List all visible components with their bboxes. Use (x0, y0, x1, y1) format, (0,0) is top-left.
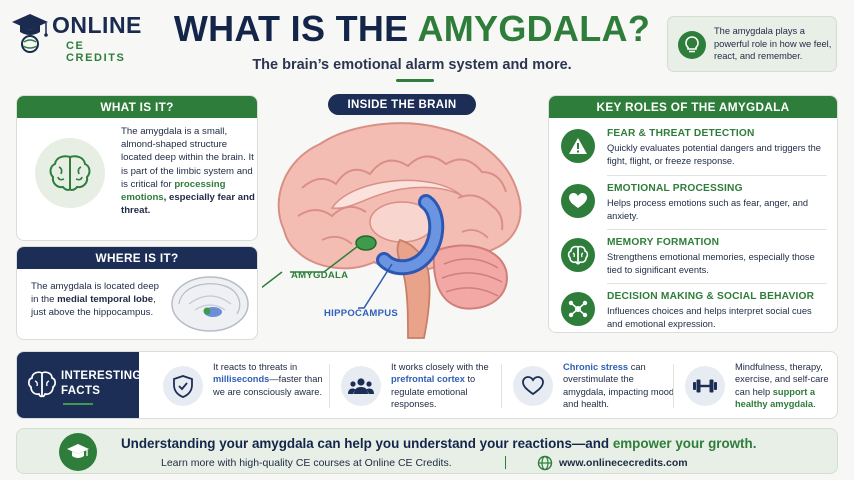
graduation-cap-icon (12, 14, 48, 53)
role-title: MEMORY FORMATION (607, 237, 720, 248)
role-decision-making: DECISION MAKING & SOCIAL BEHAVIOR Influe… (549, 286, 837, 332)
header-callout: The amygdala plays a powerful role in ho… (667, 16, 837, 72)
what-is-it-card: WHAT IS IT? The amygdala is a small, alm… (16, 95, 258, 241)
globe-icon (537, 455, 553, 471)
facts-heading-underline (63, 403, 93, 405)
key-roles-heading: KEY ROLES OF THE AMYGDALA (549, 96, 837, 118)
fact-prefrontal-cortex: It works closely with the prefrontal cor… (329, 352, 505, 418)
graduation-cap-icon (59, 433, 97, 471)
fact-milliseconds: It reacts to threats in milliseconds—fas… (151, 352, 327, 418)
brand-name: ONLINE (52, 12, 142, 38)
brain-icon (28, 371, 56, 398)
heart-icon (561, 184, 595, 218)
brain-icon (35, 138, 105, 208)
role-description: Quickly evaluates potential dangers and … (607, 143, 821, 166)
fact-divider (501, 364, 502, 408)
fact-divider (329, 364, 330, 408)
page-subtitle: The brain’s emotional alarm system and m… (252, 57, 572, 73)
fact-text: Chronic stress can overstimulate the amy… (563, 362, 675, 409)
role-divider (607, 229, 827, 230)
footer-divider (505, 456, 506, 469)
warning-icon (561, 129, 595, 163)
title-divider (396, 79, 434, 82)
fact-chronic-stress: Chronic stress can overstimulate the amy… (501, 352, 677, 418)
head-diagram-icon (171, 276, 249, 332)
what-is-it-heading: WHAT IS IT? (17, 96, 257, 118)
inside-the-brain-heading: INSIDE THE BRAIN (328, 94, 476, 115)
role-divider (607, 283, 827, 284)
amygdala-label: AMYGDALA (291, 270, 349, 281)
network-icon (561, 292, 595, 326)
callout-text: The amygdala plays a powerful role in ho… (714, 26, 832, 61)
fact-text: It reacts to threats in milliseconds—fas… (213, 362, 323, 397)
role-divider (607, 175, 827, 176)
key-roles-card: KEY ROLES OF THE AMYGDALA FEAR & THREAT … (548, 95, 838, 333)
role-title: DECISION MAKING & SOCIAL BEHAVIOR (607, 291, 815, 302)
heart-pulse-icon (513, 366, 553, 406)
website-link[interactable]: www.onlinececredits.com (559, 457, 688, 469)
hippocampus-label: HIPPOCAMPUS (324, 308, 399, 319)
role-memory-formation: MEMORY FORMATION Strengthens emotional m… (549, 232, 837, 285)
brand-logo: ONLINE CE CREDITS (8, 8, 148, 64)
fact-healthy-amygdala: Mindfulness, therapy, exercise, and self… (673, 352, 837, 418)
dumbbell-icon (685, 366, 725, 406)
where-is-it-heading: WHERE IS IT? (17, 247, 257, 269)
shield-check-icon (163, 366, 203, 406)
where-is-it-card: WHERE IS IT? The amygdala is located dee… (16, 246, 258, 340)
brand-tagline: CE CREDITS (66, 40, 126, 64)
fact-text: It works closely with the prefrontal cor… (391, 362, 489, 409)
footer-headline: Understanding your amygdala can help you… (121, 436, 757, 451)
where-is-it-text: The amygdala is located deep in the medi… (31, 281, 159, 319)
role-fear-threat: FEAR & THREAT DETECTION Quickly evaluate… (549, 123, 837, 176)
brain-illustration (262, 122, 522, 339)
role-description: Strengthens emotional memories, especial… (607, 252, 815, 275)
footer-subline: Learn more with high-quality CE courses … (161, 457, 452, 469)
fact-text: Mindfulness, therapy, exercise, and self… (735, 362, 829, 409)
brain-icon (561, 238, 595, 272)
page-title: WHAT IS THE AMYGDALA? (173, 8, 651, 49)
fact-divider (673, 364, 674, 408)
lightbulb-icon (678, 31, 706, 59)
footer-banner: Understanding your amygdala can help you… (16, 428, 838, 474)
role-emotional-processing: EMOTIONAL PROCESSING Helps process emoti… (549, 178, 837, 231)
role-title: EMOTIONAL PROCESSING (607, 183, 743, 194)
role-description: Helps process emotions such as fear, ang… (607, 198, 809, 221)
what-is-it-text: The amygdala is a small, almond-shaped s… (121, 126, 255, 217)
role-title: FEAR & THREAT DETECTION (607, 128, 755, 139)
role-description: Influences choices and helps interpret s… (607, 306, 812, 329)
people-icon (341, 366, 381, 406)
